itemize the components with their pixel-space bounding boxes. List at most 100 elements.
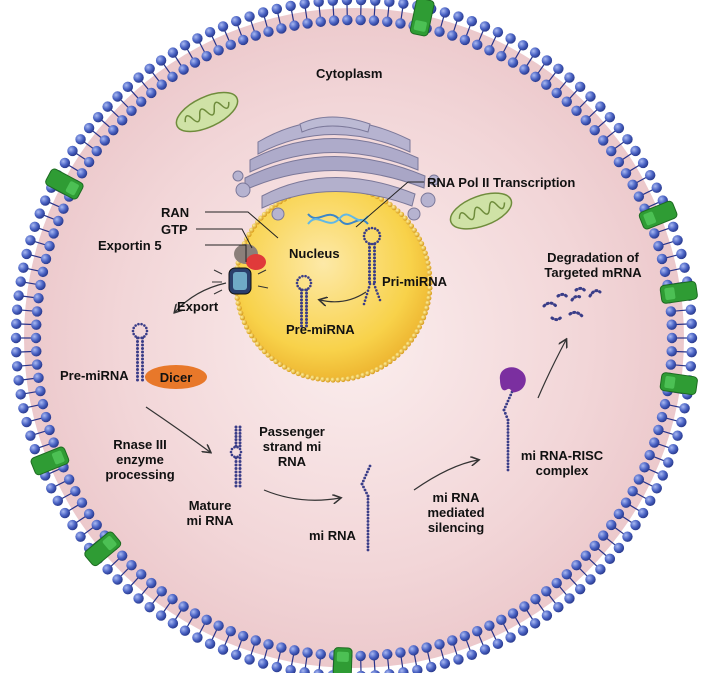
lipid-head-inner (459, 34, 471, 46)
nucleotide (373, 249, 376, 253)
label-nucleus: Nucleus (289, 246, 340, 261)
nucleotide (305, 311, 308, 315)
lipid-tail (478, 29, 484, 42)
lipid-tail (318, 658, 321, 671)
nuclear-membrane-bead (422, 310, 428, 316)
nucleotide (365, 470, 369, 474)
nucleotide (141, 357, 144, 361)
degraded-mrna-fragments (542, 286, 602, 322)
lipid-head-outer (217, 644, 229, 655)
lipid-head-outer (21, 416, 32, 428)
lipid-head-inner (496, 614, 507, 626)
nuclear-membrane-bead (265, 208, 271, 214)
lipid-tail (621, 152, 633, 161)
lipid-head-inner (167, 593, 178, 605)
lipid-head-inner (136, 96, 147, 107)
lipid-head-outer (217, 21, 229, 32)
nucleotide (295, 281, 299, 285)
lipid-head-inner (167, 71, 178, 83)
lipid-head-inner (250, 635, 261, 646)
nuclear-membrane-bead (395, 208, 401, 214)
lipid-head-inner (53, 215, 64, 227)
nucleotide (234, 428, 238, 432)
lipid-head-outer (439, 658, 451, 669)
nuclear-membrane-bead (235, 300, 241, 306)
nucleotide (377, 295, 381, 299)
lipid-head-inner (237, 630, 249, 642)
lipid-head-inner (551, 87, 562, 99)
nuclear-membrane-bead (236, 305, 242, 311)
lipid-head-inner (551, 577, 562, 589)
lipid-head-inner (33, 372, 44, 384)
lipid-head-inner (76, 168, 88, 179)
lipid-head-outer (29, 221, 41, 233)
lipid-head-inner (472, 625, 483, 637)
lipid-head-inner (666, 319, 677, 330)
lipid-head-outer (11, 304, 23, 315)
nucleotide (238, 474, 242, 477)
nucleotide (368, 273, 371, 277)
nuclear-membrane-bead (374, 366, 380, 373)
lipid-tail (502, 41, 510, 53)
nucleotide (365, 229, 368, 232)
lipid-head-inner (33, 292, 44, 304)
lipid-head-outer (453, 654, 464, 665)
lipid-head-outer (685, 361, 697, 372)
lipid-head-inner (31, 346, 42, 357)
nucleotide (234, 484, 238, 488)
lipid-head-outer (21, 248, 32, 260)
lipid-head-outer (667, 221, 679, 233)
nuclear-membrane-bead (408, 337, 415, 343)
nucleotide (305, 301, 308, 305)
nucleotide (238, 470, 242, 474)
nuclear-membrane-bead (255, 341, 261, 347)
label-ran: RAN (161, 205, 190, 220)
lipid-tail (237, 24, 243, 37)
nucleotide (373, 242, 376, 246)
nuclear-membrane-bead (355, 374, 361, 380)
lipid-head-outer (604, 111, 616, 123)
lipid-head-inner (189, 608, 201, 619)
nucleotide (375, 289, 378, 292)
nucleotide (305, 288, 308, 292)
lipid-head-inner (126, 560, 137, 571)
lipid-head-inner (644, 449, 655, 461)
lipid-head-outer (595, 101, 606, 112)
nuclear-pore-exportin (212, 244, 269, 295)
nuclear-membrane-bead (416, 236, 423, 242)
nucleotide (136, 354, 139, 357)
nucleotide (300, 304, 303, 308)
lipid-tail (75, 515, 87, 524)
nuclear-membrane-bead (378, 196, 385, 202)
nucleotide (141, 361, 144, 364)
lipid-head-inner (40, 411, 52, 423)
lipid-tail (20, 323, 33, 326)
nucleotide (503, 405, 507, 409)
nucleotide (505, 415, 509, 419)
lipid-tail (548, 71, 557, 82)
lipid-head-inner (201, 50, 212, 62)
nuclear-membrane-bead (239, 315, 246, 321)
channel-protein (638, 200, 678, 230)
nuclear-membrane-bead (249, 333, 255, 339)
nucleotide (378, 234, 382, 238)
nuclear-membrane-bead (255, 219, 261, 225)
nucleotide (296, 284, 299, 288)
lipid-tail (674, 309, 687, 312)
lipid-head-inner (213, 620, 224, 631)
lipid-head-inner (146, 577, 157, 589)
lipid-head-outer (384, 0, 395, 8)
lipid-tail (642, 188, 654, 196)
nucleotide (309, 284, 312, 288)
lipid-head-outer (15, 389, 26, 400)
lipid-tail (304, 7, 308, 20)
nucleotide (141, 343, 144, 347)
lipid-head-inner (156, 79, 167, 90)
lipid-head-inner (201, 614, 212, 626)
nucleotide (367, 227, 371, 230)
nuclear-membrane-bead (391, 205, 397, 211)
lipid-head-outer (313, 668, 324, 673)
lipid-head-outer (604, 553, 616, 565)
lipid-head-inner (459, 630, 471, 642)
lipid-head-inner (530, 71, 541, 83)
